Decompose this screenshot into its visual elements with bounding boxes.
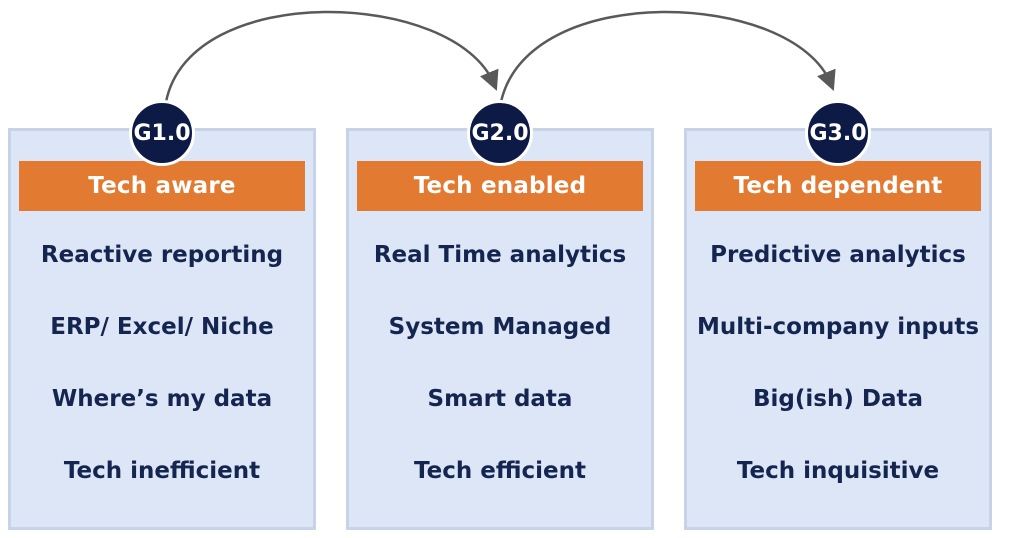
stage-badge-g1: G1.0 [129,100,195,166]
list-item: ERP/ Excel/ Niche [50,314,274,340]
stage-panel-g1: Tech aware Reactive reporting ERP/ Excel… [8,128,316,530]
list-item: Real Time analytics [373,242,627,268]
stage-header: Tech dependent [695,161,981,211]
list-item: Tech inquisitive [736,458,940,484]
stage-item-list: Real Time analytics System Managed Smart… [349,229,651,517]
list-item: System Managed [388,314,612,340]
list-item: Multi-company inputs [696,314,980,340]
list-item: Big(ish) Data [753,386,923,412]
stage-header: Tech aware [19,161,305,211]
stage-item-list: Reactive reporting ERP/ Excel/ Niche Whe… [11,229,313,517]
stage-panel-g3: Tech dependent Predictive analytics Mult… [684,128,992,530]
stage-item-list: Predictive analytics Multi-company input… [687,229,989,517]
list-item: Tech inefficient [63,458,261,484]
arrow-g2-to-g3 [499,10,836,103]
list-item: Tech efficient [414,458,586,484]
list-item: Smart data [427,386,573,412]
arrow-g1-to-g2 [164,10,499,103]
list-item: Reactive reporting [40,242,284,268]
list-item: Where’s my data [51,386,273,412]
stage-header: Tech enabled [357,161,643,211]
list-item: Predictive analytics [710,242,966,268]
stage-badge-g3: G3.0 [805,100,871,166]
stage-badge-g2: G2.0 [467,100,533,166]
stage-panel-g2: Tech enabled Real Time analytics System … [346,128,654,530]
